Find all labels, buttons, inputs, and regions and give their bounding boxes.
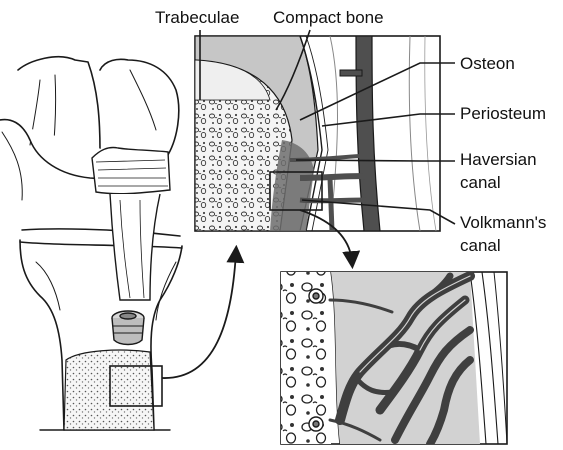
- label-haversian-line2: canal: [460, 173, 501, 192]
- label-compact-bone: Compact bone: [273, 8, 384, 27]
- ligament-band: [92, 147, 170, 300]
- label-osteon: Osteon: [460, 54, 515, 73]
- label-trabeculae: Trabeculae: [155, 8, 239, 27]
- arrow-to-cross-section: [162, 252, 236, 378]
- screw-implant: [112, 311, 144, 345]
- label-periosteum: Periosteum: [460, 104, 546, 123]
- label-volkmann-line2: canal: [460, 236, 501, 255]
- label-volkmann-line1: Volkmann's: [460, 213, 546, 232]
- magnified-inset: [281, 272, 507, 444]
- label-haversian-line1: Haversian: [460, 150, 537, 169]
- tibia-spongy-region: [64, 350, 154, 430]
